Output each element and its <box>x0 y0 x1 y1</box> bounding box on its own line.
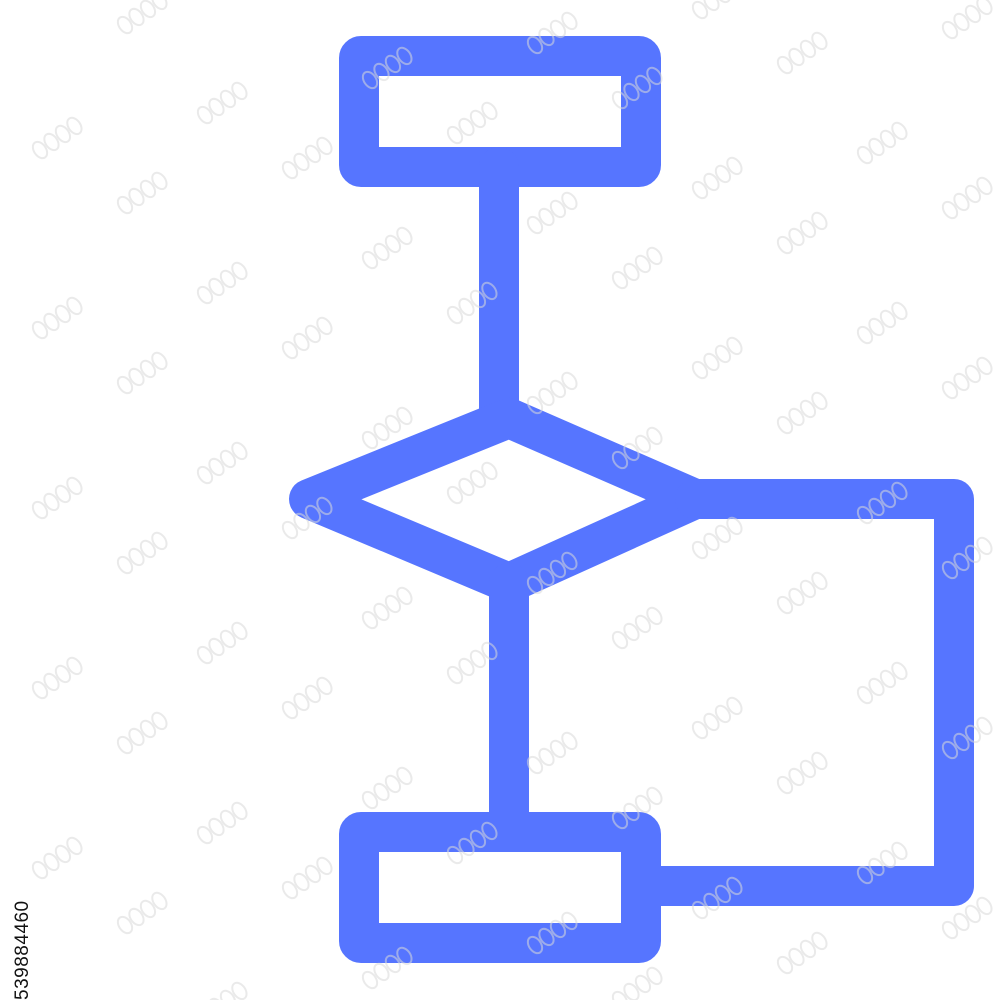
decision-diamond <box>289 398 715 603</box>
connector-decision-loop-to-end <box>621 479 974 906</box>
end-process-box <box>339 812 661 963</box>
stock-id-text: 539884460 <box>12 900 33 1000</box>
